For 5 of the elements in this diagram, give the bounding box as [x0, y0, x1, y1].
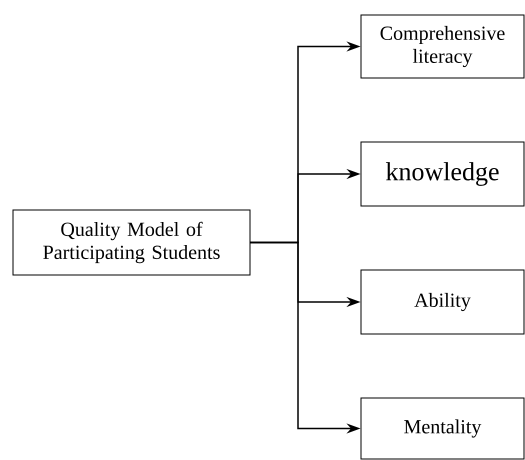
process-box: Comprehensive literacy [360, 14, 524, 78]
process-box: Ability [360, 270, 524, 334]
process-box: Quality Model of Participating Students [12, 210, 250, 276]
process-box: knowledge [360, 142, 524, 206]
process-box: Mentality [360, 398, 524, 460]
